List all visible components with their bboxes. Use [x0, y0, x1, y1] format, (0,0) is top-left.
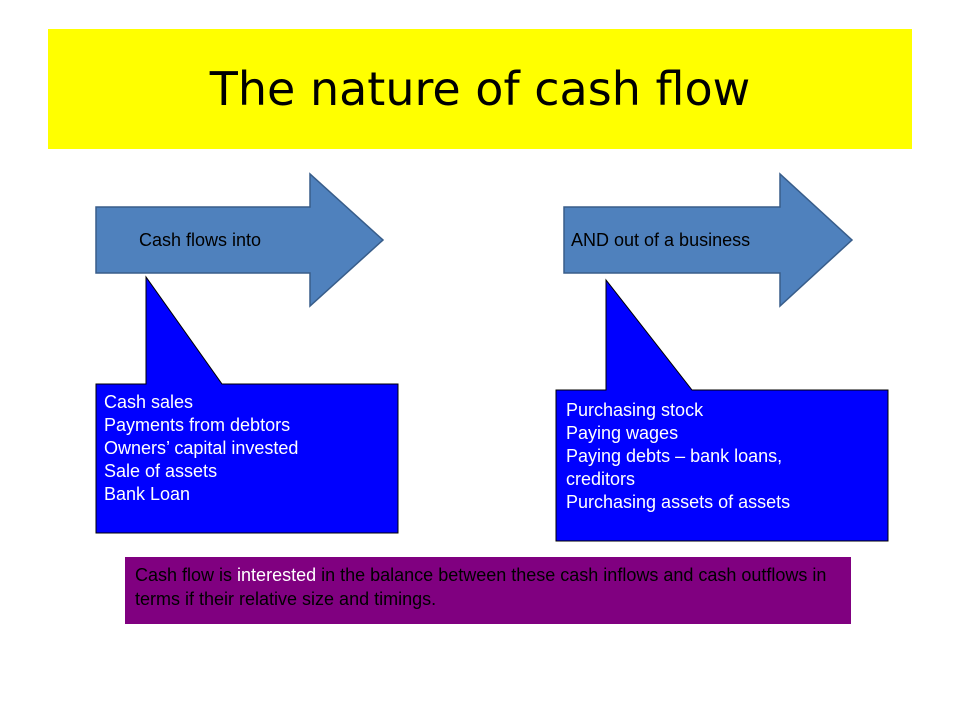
list-item: Paying debts – bank loans, [566, 446, 783, 466]
list-item: Paying wages [566, 423, 679, 443]
outflow-arrow [563, 172, 854, 308]
inflow-list: Cash sales Payments from debtors Owners’… [104, 391, 298, 506]
list-item: creditors [566, 469, 636, 489]
list-item: Bank Loan [104, 484, 191, 504]
list-item: Purchasing assets of assets [566, 492, 791, 512]
inflow-callout [95, 275, 399, 534]
outflow-list: Purchasing stock Paying wages Paying deb… [566, 399, 790, 514]
list-item: Cash sales [104, 392, 194, 412]
slide-title: The nature of cash flow [209, 62, 751, 116]
list-item: Payments from debtors [104, 415, 291, 435]
title-banner: The nature of cash flow [48, 29, 912, 149]
outflow-arrow-label: AND out of a business [571, 230, 751, 250]
inflow-arrow [95, 172, 385, 308]
summary-text: Cash flow is interested in the balance b… [125, 557, 851, 624]
summary-highlight: interested [237, 565, 317, 585]
summary-suffix: in the balance between these cash inflow… [135, 565, 827, 609]
list-item: Purchasing stock [566, 400, 704, 420]
inflow-arrow-label: Cash flows into [139, 230, 262, 250]
outflow-callout [555, 278, 889, 542]
summary-prefix: Cash flow is [135, 565, 238, 585]
list-item: Sale of assets [104, 461, 218, 481]
list-item: Owners’ capital invested [104, 438, 299, 458]
summary-box-bg [125, 557, 851, 624]
